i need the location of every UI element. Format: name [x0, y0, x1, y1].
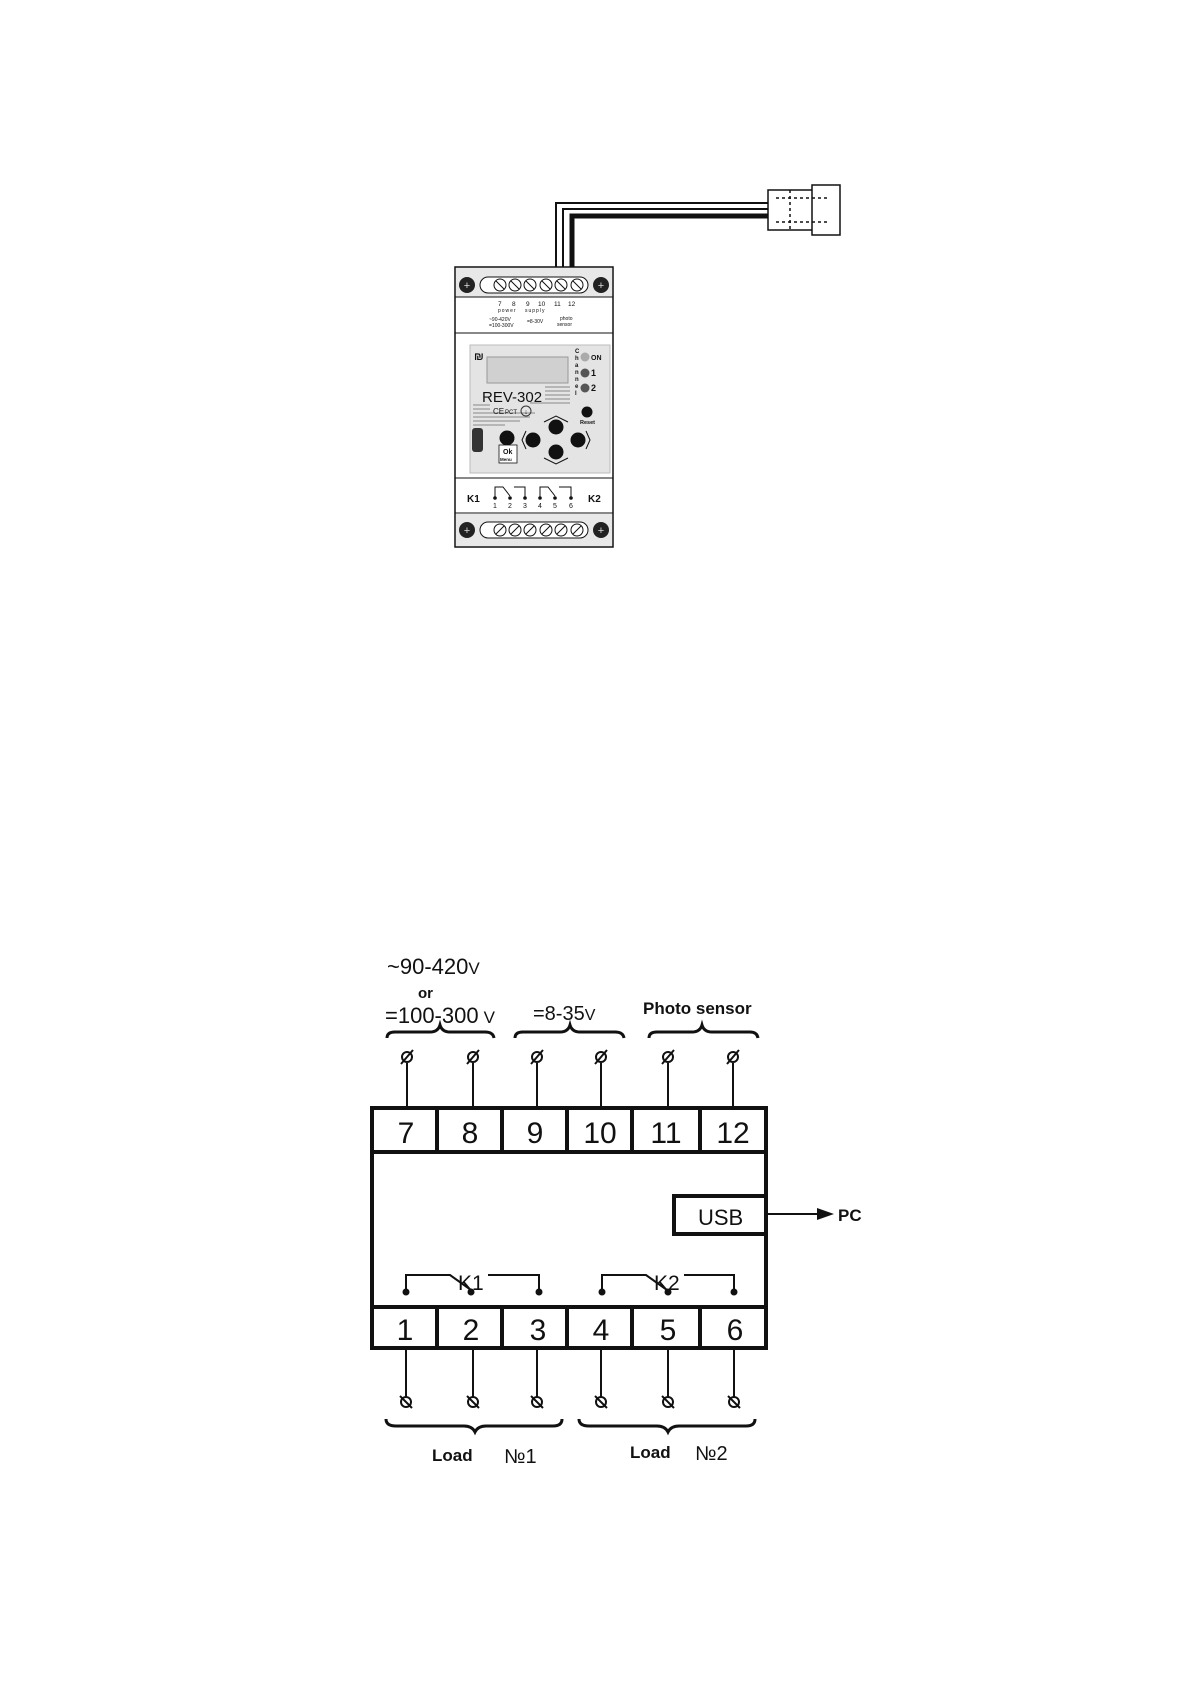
relay-band: K1 K2 1 2 3 4 5 6 — [467, 486, 601, 510]
top-terminal-strip: + + — [456, 268, 612, 297]
svg-text:e: e — [575, 384, 579, 390]
terminal-4: 4 — [538, 503, 542, 510]
load-2-number: №2 — [695, 1443, 728, 1465]
terminal-5: 5 — [553, 503, 557, 510]
dc-range: =100-300V — [489, 323, 514, 329]
brand-logo: ₪ — [474, 351, 484, 363]
terminal-3: 3 — [523, 503, 527, 510]
sensor-label: sensor — [557, 322, 572, 328]
ok-label: Ok — [503, 449, 512, 456]
up-button[interactable] — [548, 419, 564, 435]
svg-text:n: n — [575, 370, 579, 376]
terminal-label-band: 7 8 9 10 11 12 power supply ~90-420V =10… — [489, 301, 576, 329]
down-button[interactable] — [548, 444, 564, 460]
supply-or-label: or — [418, 985, 433, 1002]
relay-k2-label: K2 — [588, 494, 601, 505]
ok-button[interactable] — [499, 430, 515, 446]
led-channel-2 — [580, 383, 590, 393]
svg-text:l: l — [575, 391, 577, 397]
supply-label: supply — [525, 308, 545, 314]
usb-label: USB — [698, 1205, 743, 1230]
photo-label: photo — [560, 316, 573, 322]
load-2-label: Load — [630, 1443, 671, 1462]
screw-terminal-icons — [400, 1049, 740, 1065]
low-dc-range: =8-30V — [527, 319, 544, 325]
top-braces — [385, 1019, 760, 1039]
schematic-terminal-8: 8 — [462, 1117, 479, 1150]
led-2-label: 2 — [591, 383, 596, 393]
terminal-2: 2 — [508, 503, 512, 510]
usb-box — [672, 1194, 768, 1236]
pc-label: PC — [838, 1206, 862, 1225]
relay-contacts — [405, 1274, 735, 1291]
bottom-terminal-row: 1 2 3 4 5 6 — [370, 1305, 768, 1350]
relay-k1-label: K1 — [467, 494, 480, 505]
schematic-k1-label: K1 — [458, 1272, 484, 1295]
lcd-display — [486, 356, 569, 384]
device-illustration: + + 7 8 9 10 11 12 power supply ~90-420V… — [454, 184, 841, 548]
led-channel-1 — [580, 368, 590, 378]
model-label: REV-302 — [482, 389, 542, 406]
schematic-terminal-6: 6 — [727, 1314, 744, 1347]
svg-text:C: C — [575, 349, 580, 355]
left-button[interactable] — [525, 432, 541, 448]
svg-text:+: + — [464, 280, 470, 292]
schematic-terminal-4: 4 — [593, 1314, 610, 1347]
led-on-label: ON — [591, 355, 602, 362]
bottom-braces — [384, 1418, 757, 1436]
pct-mark: PCT — [505, 410, 517, 416]
reset-label: Reset — [580, 420, 595, 426]
schematic-terminal-12: 12 — [716, 1117, 749, 1150]
svg-text:h: h — [575, 356, 579, 362]
sensor-cable — [555, 202, 772, 267]
svg-text:+: + — [598, 525, 604, 537]
schematic-terminal-1: 1 — [397, 1314, 414, 1347]
terminal-8: 8 — [512, 301, 516, 308]
ce-mark: CE — [493, 407, 504, 416]
reset-button[interactable] — [581, 406, 593, 418]
schematic-terminal-5: 5 — [660, 1314, 677, 1347]
menu-label: Menu — [500, 457, 512, 462]
bottom-wires — [399, 1348, 741, 1409]
photo-sensor — [767, 184, 841, 236]
load-1-number: №1 — [504, 1446, 537, 1468]
supply-ac-label: ~90-420V — [387, 954, 480, 979]
terminal-1: 1 — [493, 503, 497, 510]
schematic-terminal-7: 7 — [398, 1117, 415, 1150]
svg-text:+: + — [464, 525, 470, 537]
top-terminal-row: 7 8 9 10 11 12 — [370, 1106, 768, 1154]
schematic-terminal-10: 10 — [583, 1117, 616, 1150]
svg-text:+: + — [598, 280, 604, 292]
front-panel: ₪ REV-302 CE PCT ↓ C h a n n e l — [469, 344, 611, 474]
load-1-label: Load — [432, 1446, 473, 1465]
terminal-10: 10 — [538, 301, 546, 308]
ac-range: ~90-420V — [489, 317, 511, 323]
schematic-terminal-11: 11 — [650, 1117, 681, 1150]
terminal-9: 9 — [526, 301, 530, 308]
power-label: power — [498, 308, 517, 314]
schematic-k2-label: K2 — [654, 1272, 680, 1295]
terminal-12: 12 — [568, 301, 576, 308]
led-on — [580, 352, 590, 362]
right-button[interactable] — [570, 432, 586, 448]
svg-text:n: n — [575, 377, 579, 383]
bottom-terminal-strip: + + — [456, 514, 612, 546]
svg-text:a: a — [575, 363, 579, 369]
terminal-11: 11 — [554, 301, 561, 308]
channel-label: C h a n n e l — [575, 349, 580, 397]
schematic-terminal-9: 9 — [527, 1117, 544, 1150]
usb-port — [472, 428, 483, 452]
schematic-terminal-3: 3 — [530, 1314, 547, 1347]
terminal-7: 7 — [498, 301, 502, 308]
terminal-6: 6 — [569, 503, 573, 510]
arrow-right-icon — [817, 1208, 834, 1220]
led-1-label: 1 — [591, 368, 596, 378]
top-wires — [400, 1049, 740, 1108]
schematic-terminal-2: 2 — [463, 1314, 480, 1347]
low-supply-label: =8-35V — [533, 1003, 596, 1025]
photo-sensor-label: Photo sensor — [643, 999, 752, 1018]
ground-mark: ↓ — [524, 409, 528, 416]
